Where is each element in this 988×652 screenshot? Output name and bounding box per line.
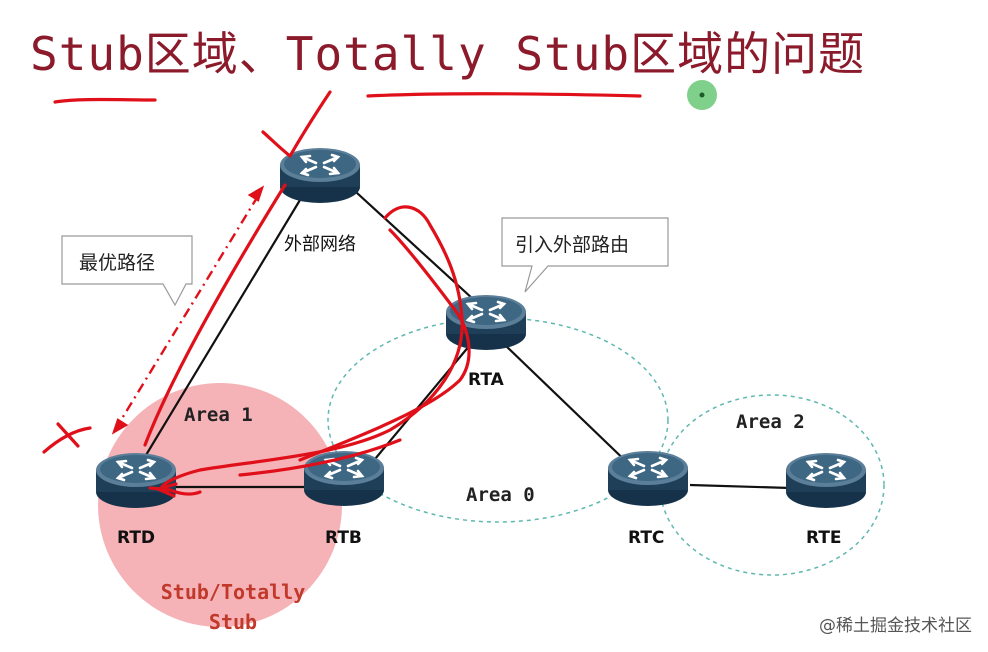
best-path-arrow xyxy=(111,185,265,435)
link-rtc-rte xyxy=(689,483,791,490)
label-area2: Area 2 xyxy=(736,411,805,433)
hand-annotations xyxy=(42,90,642,498)
stub-label-line1: Stub/Totally xyxy=(160,580,306,604)
stub-label-line2: Stub xyxy=(208,610,258,634)
link-ext-rtd xyxy=(139,199,301,466)
area2-region xyxy=(659,394,885,576)
callout-import-external xyxy=(501,217,669,293)
label-rtb: RTB xyxy=(325,528,362,548)
callout-best-path xyxy=(61,235,193,307)
watermark: @稀土掘金技术社区 xyxy=(819,616,972,636)
label-rta: RTA xyxy=(468,370,504,390)
link-ext-rta xyxy=(344,181,486,311)
router-rtc xyxy=(606,449,690,508)
area1-region xyxy=(98,383,342,627)
router-rtd xyxy=(94,451,178,510)
label-area0: Area 0 xyxy=(466,484,535,506)
router-rta xyxy=(444,293,528,352)
router-external xyxy=(278,146,362,205)
callout-import-external-text: 引入外部路由 xyxy=(515,234,630,256)
label-external: 外部网络 xyxy=(284,234,356,255)
label-area1: Area 1 xyxy=(184,404,253,426)
callout-best-path-text: 最优路径 xyxy=(79,252,156,274)
label-rte: RTE xyxy=(806,528,842,548)
page-title: Stub区域、Totally Stub区域的问题 xyxy=(30,27,866,81)
router-rte xyxy=(784,451,868,510)
label-rtc: RTC xyxy=(628,528,665,548)
stub-area-label: Stub/Totally Stub xyxy=(138,577,328,637)
link-rta-rtc xyxy=(504,344,636,471)
label-rtd: RTD xyxy=(117,528,156,548)
